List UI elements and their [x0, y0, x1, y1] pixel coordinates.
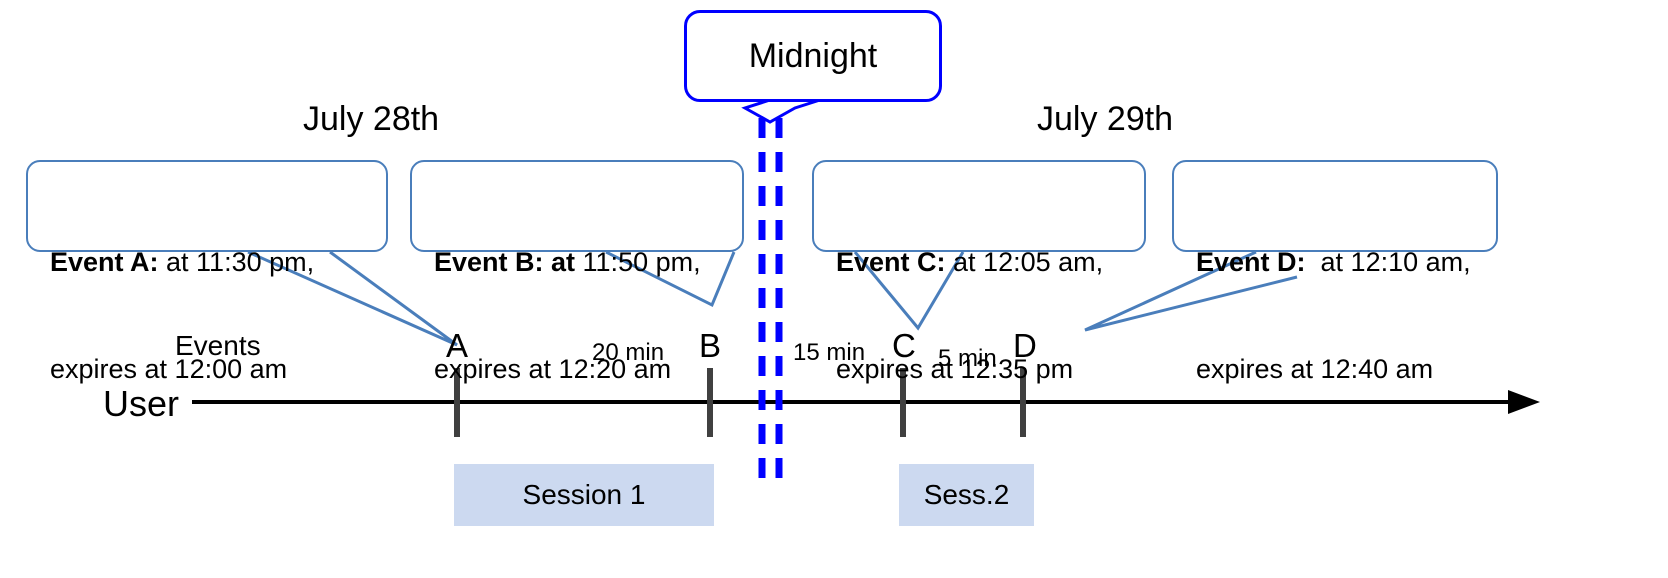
event-callout-c-rest: at 12:05 am,	[945, 247, 1104, 278]
session-block-2-label: Sess.2	[923, 479, 1010, 510]
event-callout-d-bold: Event D:	[1196, 247, 1306, 278]
event-callout-c-line2: expires at 12:35 pm	[836, 354, 1074, 385]
event-callout-c-line1: Event C: at 12:05 am,	[836, 245, 1128, 281]
event-callout-d-line2: expires at 12:40 am	[1196, 354, 1434, 385]
event-callout-d-rest: at 12:10 am,	[1305, 247, 1471, 278]
gap-label-a-to-b: 20 min	[592, 339, 665, 366]
marker-label-d: D	[1013, 327, 1037, 364]
session-block-2: Sess.2	[899, 464, 1034, 526]
event-callout-a-rest: at 11:30 pm,	[158, 247, 315, 278]
event-callout-c: Event C: at 12:05 am, expires at 12:35 p…	[812, 160, 1146, 384]
event-callout-a-line1: Event A: at 11:30 pm,	[50, 245, 370, 281]
marker-label-b: B	[699, 327, 722, 364]
event-callout-b-bold: Event B: at	[434, 247, 576, 278]
marker-label-a: A	[446, 327, 469, 364]
event-callout-c-bold: Event C:	[836, 247, 946, 278]
date-label-july-29: July 29th	[1037, 100, 1174, 138]
events-row-label: Events	[175, 330, 261, 361]
midnight-label: Midnight	[748, 36, 878, 75]
session-block-1: Session 1	[454, 464, 714, 526]
date-label-july-28: July 28th	[303, 100, 440, 138]
user-row-label: User	[103, 383, 180, 424]
event-callout-d: Event D: at 12:10 am, expires at 12:40 a…	[1172, 160, 1498, 384]
gap-label-c-to-d: 5 min	[938, 345, 997, 372]
event-callout-b-line1: Event B: at 11:50 pm,	[434, 245, 726, 281]
event-callout-a-bold: Event A:	[50, 247, 159, 278]
event-callout-b: Event B: at 11:50 pm, expires at 12:20 a…	[410, 160, 744, 384]
event-callout-a-line2: expires at 12:00 am	[50, 354, 288, 385]
midnight-dashed-lines	[758, 118, 783, 478]
midnight-callout-tail	[741, 98, 821, 124]
midnight-callout: Midnight	[684, 10, 942, 102]
event-callout-b-rest: 11:50 pm,	[575, 247, 701, 278]
event-callout-b-line2: expires at 12:20 am	[434, 354, 672, 385]
marker-label-c: C	[892, 327, 916, 364]
event-callout-d-line1: Event D: at 12:10 am,	[1196, 245, 1480, 281]
event-callout-a: Event A: at 11:30 pm, expires at 12:00 a…	[26, 160, 388, 384]
session-block-1-label: Session 1	[522, 479, 646, 510]
gap-label-b-to-c: 15 min	[793, 339, 866, 366]
